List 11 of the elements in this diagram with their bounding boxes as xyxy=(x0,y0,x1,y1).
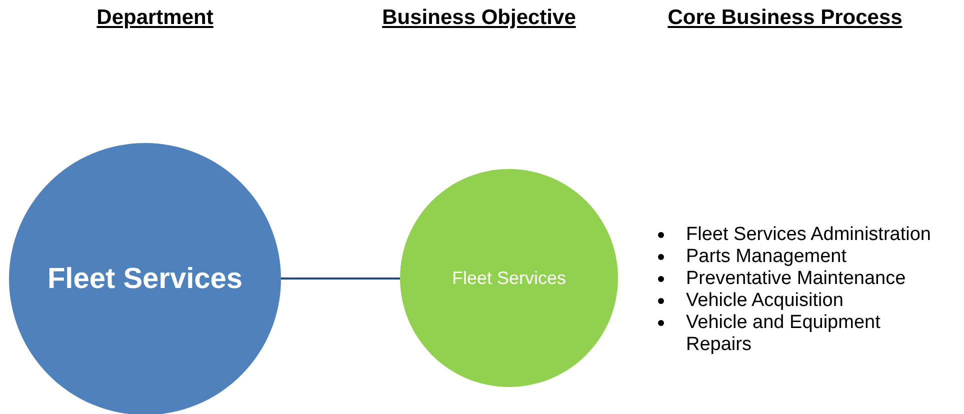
process-list-item: Preventative Maintenance xyxy=(686,268,907,290)
process-list-item: Parts Management xyxy=(686,246,848,268)
node-label: Fleet Services xyxy=(46,262,244,297)
node-label: Fleet Services xyxy=(450,266,568,290)
column-heading: Core Business Process xyxy=(668,6,902,30)
process-list-item: Fleet Services Administration xyxy=(686,224,932,246)
connector-line xyxy=(281,278,400,280)
column-heading: Business Objective xyxy=(382,6,576,30)
process-list-item: Vehicle Acquisition xyxy=(686,290,844,312)
process-list-item: Vehicle and Equipment Repairs xyxy=(686,312,882,356)
column-heading: Department xyxy=(96,6,214,30)
